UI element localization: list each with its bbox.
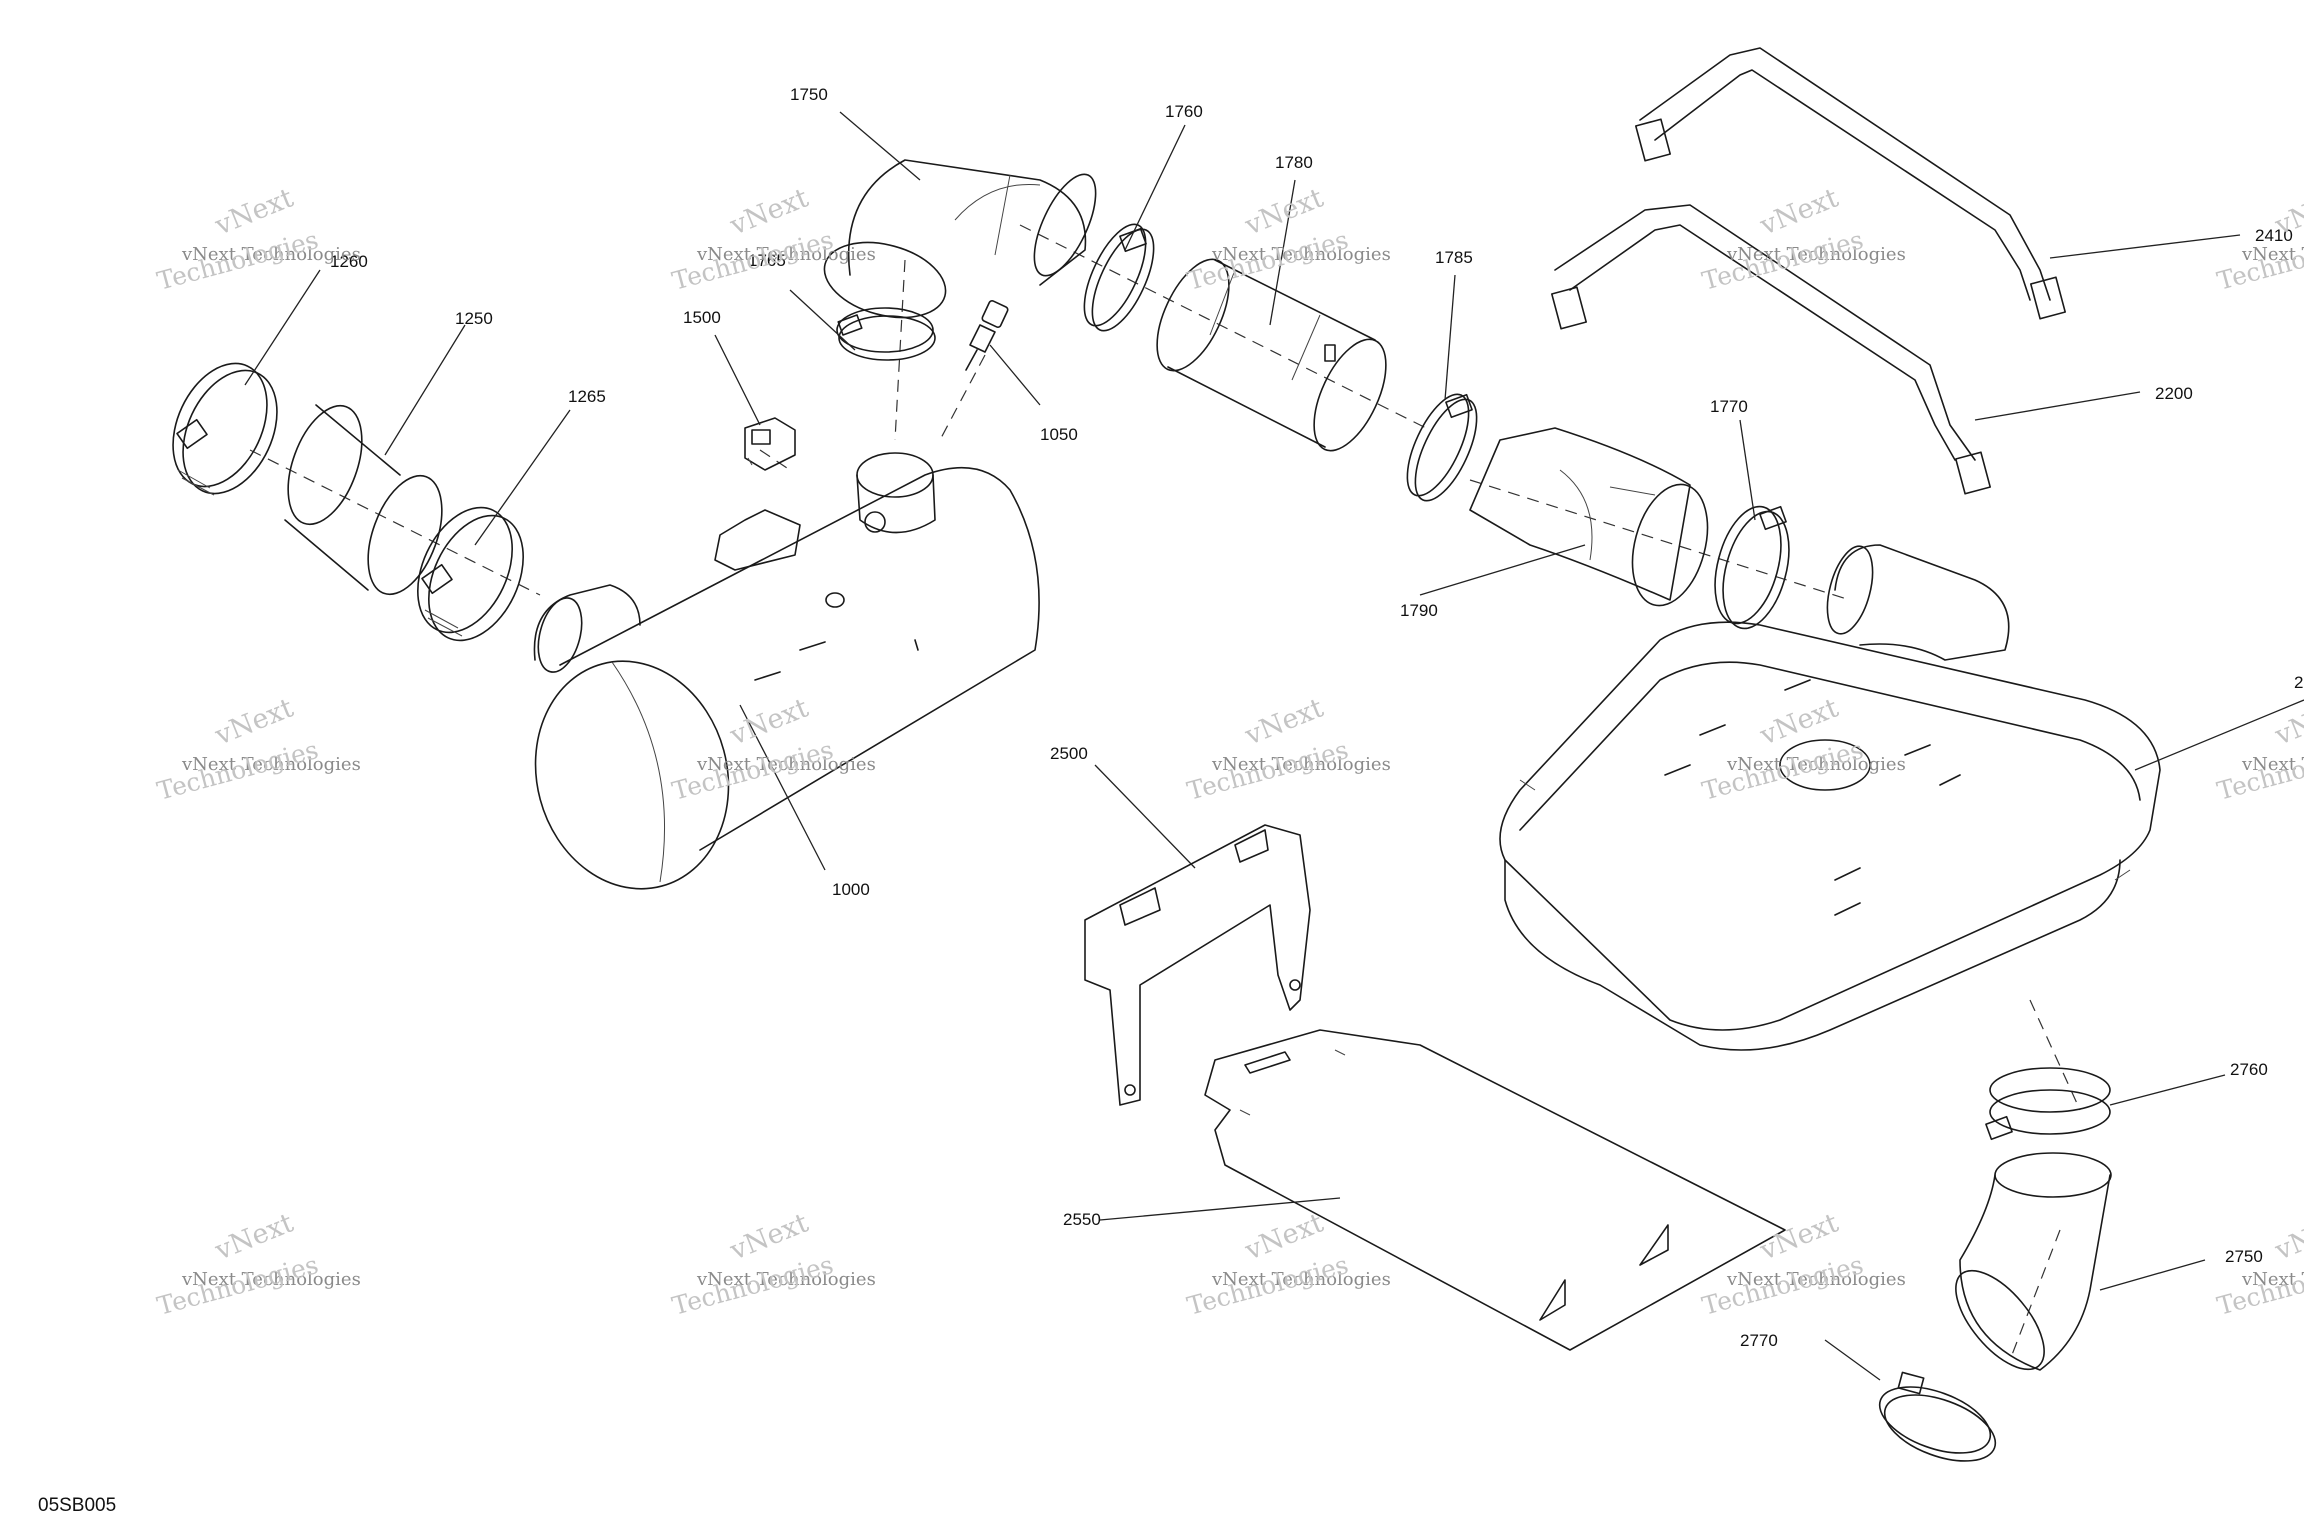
callout-1785: 1785 [1435,248,1473,267]
part-1790-reducer [1469,427,1709,607]
leader-lines [244,111,2304,1381]
part-2760-clamp [1985,1067,2111,1141]
callout-2750: 2750 [2225,1247,2263,1266]
part-2200-strap [1550,204,1992,495]
svg-text:vNext: vNext [2270,692,2304,751]
part-2410-strap [1634,47,2067,320]
callout-1250: 1250 [455,309,493,328]
svg-text:vNext Technologies: vNext Technologies [181,1269,361,1290]
svg-text:vNext Technologies: vNext Technologies [2241,754,2304,775]
part-1250-sleeve [284,404,443,596]
watermark: vNext vNext Technologies Technologies [1699,692,1906,805]
svg-text:vNext Technologies: vNext Technologies [696,1269,876,1290]
watermark: vNext vNext Technologies Technologies [154,1207,361,1320]
part-1760-clamp [1083,223,1155,332]
svg-text:vNext: vNext [2270,1207,2304,1266]
part-2500-bracket [1084,824,1311,1106]
part-1050-probe [965,299,1009,371]
watermark: vNext vNext Technologies Technologies [1699,182,1906,295]
callout-1265: 1265 [568,387,606,406]
watermark: vNext vNext Technologies Technologies [669,692,876,805]
svg-text:vNext Technologies: vNext Technologies [181,244,361,265]
svg-text:vNext Technologies: vNext Technologies [1726,754,1906,775]
part-2770-clamp [1878,1371,1997,1462]
callout-1770: 1770 [1710,397,1748,416]
part-1500-sensor [744,417,796,471]
part-1000-muffler [533,452,1040,890]
callout-1260: 1260 [330,252,368,271]
callout-1750: 1750 [790,85,828,104]
part-1780-tube [1156,258,1387,452]
part-2750-elbow [1955,1152,2112,1371]
callout-numbers: 1750 1760 1780 1785 1765 1500 1050 1260 … [330,85,2303,1350]
callout-1780: 1780 [1275,153,1313,172]
part-resonator-box [1499,544,2161,1051]
callout-1500: 1500 [683,308,721,327]
callout-1050: 1050 [1040,425,1078,444]
svg-text:vNext Technologies: vNext Technologies [696,754,876,775]
part-1750-elbow [823,159,1097,319]
svg-text:vNext Technologies: vNext Technologies [2241,244,2304,265]
svg-text:vNext Technologies: vNext Technologies [1211,754,1391,775]
svg-text:vNext Technologies: vNext Technologies [181,754,361,775]
watermark: vNext vNext Technologies Technologies [1184,692,1391,805]
svg-text:vNext Technologies: vNext Technologies [2241,1269,2304,1290]
part-1260-clamp [172,362,278,496]
svg-text:vNext Technologies: vNext Technologies [1726,1269,1906,1290]
assembly-axes [249,224,2081,1361]
watermark: vNext vNext Technologies Technologies [669,1207,876,1320]
watermark: vNext vNext Technologies Technologies [154,692,361,805]
part-1265-clamp [417,506,524,642]
watermark: vNext vNext Technologies Technologies [154,182,361,295]
svg-text:vNext Technologies: vNext Technologies [1726,244,1906,265]
watermarks: vNext vNext Technologies Technologies vN… [154,182,2304,1320]
callout-2500: 2500 [1050,744,1088,763]
callout-1000: 1000 [832,880,870,899]
svg-text:vNext Technologies: vNext Technologies [696,244,876,265]
svg-text:vNext Technologies: vNext Technologies [1211,244,1391,265]
callout-2770: 2770 [1740,1331,1778,1350]
callout-2550: 2550 [1063,1210,1101,1229]
svg-text:vNext Technologies: vNext Technologies [1211,1269,1391,1290]
watermark: vNext vNext Technologies Technologies [1184,1207,1391,1320]
part-1785-clamp [1406,393,1478,502]
callout-2410: 2410 [2255,226,2293,245]
watermark: vNext vNext Technologies Technologies [1699,1207,1906,1320]
callout-1790: 1790 [1400,601,1438,620]
part-2550-heat-shield [1204,1029,1786,1351]
callout-2200: 2200 [2155,384,2193,403]
callout-1765: 1765 [748,251,786,270]
callout-2760: 2760 [2230,1060,2268,1079]
callout-1760: 1760 [1165,102,1203,121]
callout-edge-2: 2 [2294,673,2303,692]
watermark: vNext vNext Technologies Technologies [2214,692,2304,805]
watermark: vNext vNext Technologies Technologies [1184,182,1391,295]
watermark: vNext vNext Technologies Technologies [669,182,876,295]
part-1770-clamp [1714,505,1790,630]
drawing-code: 05SB005 [38,1495,117,1516]
